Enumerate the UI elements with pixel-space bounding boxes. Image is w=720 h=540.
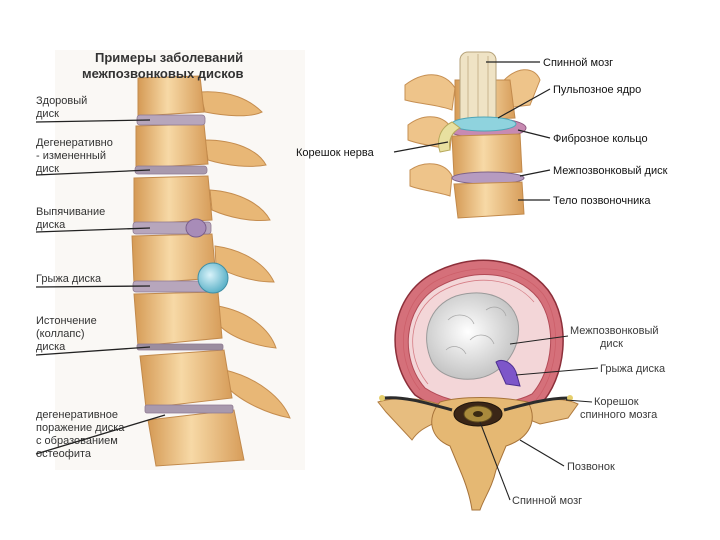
tr-label-disc: Межпозвонковый диск xyxy=(553,165,668,177)
top-right-illustration xyxy=(404,51,541,219)
tr-process-left-3 xyxy=(409,163,453,197)
tr-vertebra-bottom xyxy=(453,181,525,219)
tr-nerve-root xyxy=(438,121,461,153)
svg-text:Истончение(коллапс)диска: Истончение(коллапс)диска xyxy=(36,315,97,353)
br-leader-vertebra xyxy=(519,439,565,467)
leader-bulge xyxy=(35,227,151,233)
label-collapse-2: (коллапс) xyxy=(36,328,85,340)
tr-leader-nerve-root xyxy=(393,141,449,153)
label-hernia: Грыжа диска xyxy=(36,273,102,285)
br-leader-root xyxy=(565,399,593,403)
bottom-right-leader-lines xyxy=(479,335,599,501)
label-degen-3: диск xyxy=(36,163,59,175)
disc-osteophyte xyxy=(144,404,234,414)
br-label-herniation: Грыжа диска xyxy=(600,363,666,375)
tr-leader-disc xyxy=(519,169,551,177)
vertebra-3 xyxy=(133,175,213,225)
tr-vertebra-mid xyxy=(451,133,523,177)
br-nerve-end-left xyxy=(379,395,385,401)
tr-label-nerve-root: Корешок нерва xyxy=(296,147,375,159)
bulge-blob xyxy=(185,218,207,238)
hernia-blob xyxy=(197,262,229,294)
br-label-vertebra: Позвонок xyxy=(567,461,615,473)
br-cord-center xyxy=(473,411,483,417)
tr-label-annulus: Фиброзное кольцо xyxy=(553,133,648,145)
process-5 xyxy=(217,305,277,349)
left-title-line1: Примеры заболеваний xyxy=(95,50,243,65)
leader-osteo xyxy=(35,414,166,455)
vertebra-5 xyxy=(133,291,223,347)
label-healthy-2: диск xyxy=(36,108,59,120)
top-right-labels: Спинной мозг Пульпозное ядро Фиброзное к… xyxy=(296,57,668,207)
vertebra-7 xyxy=(147,409,245,467)
tr-leader-nucleus xyxy=(497,88,551,119)
br-label-root-1: Корешок xyxy=(594,396,639,408)
label-collapse-3: диска xyxy=(36,341,66,353)
label-osteo-2: поражение диска xyxy=(36,422,125,434)
br-label-spinal-cord: Спинной мозг xyxy=(512,495,582,507)
vertebra-2 xyxy=(135,123,209,169)
left-spine-illustration xyxy=(55,50,305,470)
label-collapse-1: Истончение xyxy=(36,315,97,327)
leader-collapse xyxy=(35,346,151,356)
label-bulge-1: Выпячивание xyxy=(36,206,105,218)
svg-text:Грыжа диска: Грыжа диска xyxy=(36,273,102,285)
label-osteo-4: остеофита xyxy=(36,448,92,460)
label-healthy-1: Здоровый xyxy=(36,95,87,107)
tr-label-vertebral-body: Тело позвоночника xyxy=(553,195,651,207)
br-vertebra xyxy=(431,397,533,511)
disc-degenerated xyxy=(134,165,208,175)
leader-hernia xyxy=(35,285,151,288)
tr-nucleus xyxy=(451,116,517,132)
br-nucleus xyxy=(426,292,520,380)
tr-leader-annulus xyxy=(517,129,551,139)
disc-collapsed xyxy=(136,343,224,351)
br-label-disc-2: диск xyxy=(600,338,623,350)
process-6 xyxy=(224,369,291,419)
br-nerve-right xyxy=(503,396,569,412)
process-2 xyxy=(204,139,267,167)
br-hernia xyxy=(495,359,521,387)
vertebra-1 xyxy=(137,75,205,117)
vertebra-6 xyxy=(139,349,233,409)
process-1 xyxy=(199,91,263,117)
br-label-disc-1: Межпозвонковый xyxy=(570,325,659,337)
left-leader-lines xyxy=(35,119,166,455)
tr-process-left-1 xyxy=(404,74,456,111)
br-nerve-left xyxy=(383,396,453,412)
top-right-leader-lines xyxy=(393,61,551,201)
label-osteo-1: дегенеративное xyxy=(36,409,118,421)
bottom-right-illustration xyxy=(377,259,579,511)
process-3 xyxy=(209,189,271,221)
tr-label-spinal-cord: Спинной мозг xyxy=(543,57,613,69)
br-leader-spinal-cord xyxy=(479,421,511,501)
br-leader-disc xyxy=(509,335,569,345)
label-bulge-2: диска xyxy=(36,219,66,231)
label-degen-1: Дегенеративно xyxy=(36,137,113,149)
br-label-root-2: спинного мозга xyxy=(580,409,658,421)
br-leader-herniation xyxy=(515,367,599,376)
label-degen-2: - измененный xyxy=(36,150,106,162)
left-title-line2: межпозвонковых дисков xyxy=(82,66,244,81)
br-nerve-end-right xyxy=(567,395,573,401)
leader-degen xyxy=(35,169,151,176)
leader-healthy xyxy=(35,119,151,123)
tr-label-nucleus: Пульпозное ядро xyxy=(553,84,641,96)
